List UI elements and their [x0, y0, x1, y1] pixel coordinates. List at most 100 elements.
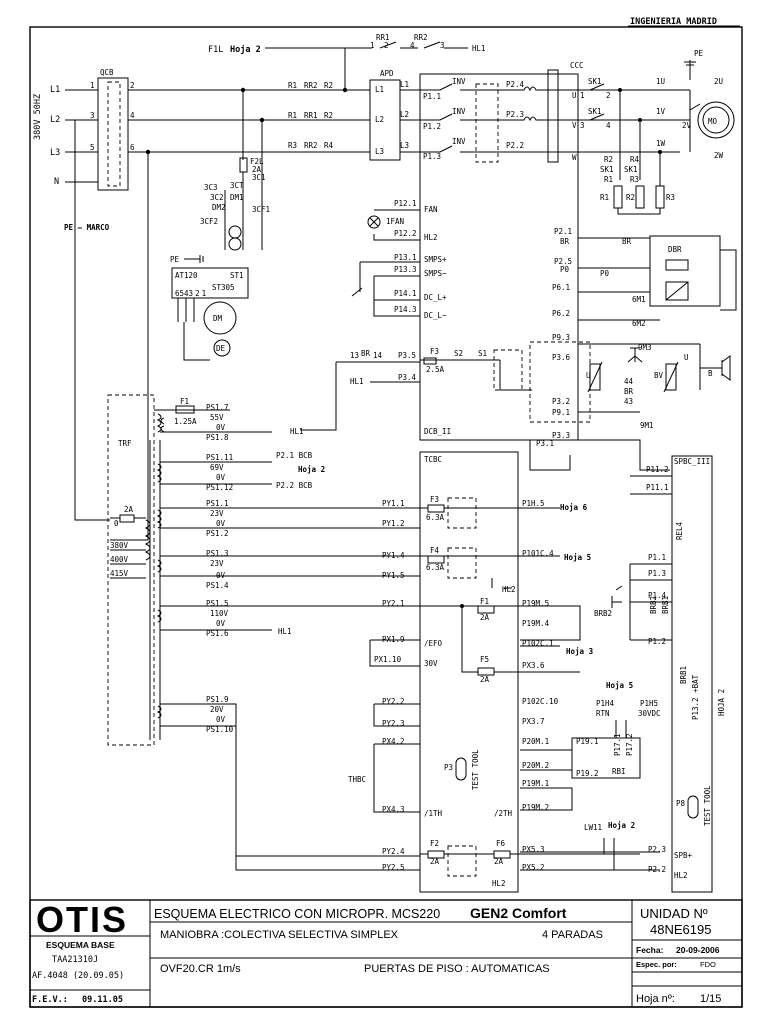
svg-text:F.E.V.:: F.E.V.:: [32, 995, 68, 1005]
svg-text:PX4.2: PX4.2: [382, 737, 405, 746]
svg-text:PY2.3: PY2.3: [382, 719, 405, 728]
svg-text:P6.1: P6.1: [552, 283, 570, 292]
dcb-right-pins: P2.1BR P2.5P0 P6.1P6.2 P9.3P3.6 P3.2P9.1…: [552, 227, 572, 440]
svg-text:BR: BR: [560, 237, 570, 246]
svg-text:6M2: 6M2: [632, 319, 646, 328]
svg-text:2U: 2U: [714, 77, 723, 86]
svg-text:6.3A: 6.3A: [426, 513, 445, 522]
dcb-title: DCB_II: [424, 427, 451, 436]
svg-text:LW11: LW11: [584, 823, 602, 832]
svg-text:P13.3: P13.3: [394, 265, 417, 274]
unit-number: 48NE6195: [650, 922, 711, 937]
svg-text:TAA21310J: TAA21310J: [52, 955, 98, 965]
svg-text:1: 1: [370, 41, 375, 50]
svg-text:PX4.3: PX4.3: [382, 805, 405, 814]
svg-text:2A: 2A: [480, 613, 490, 622]
svg-text:9M1: 9M1: [640, 421, 654, 430]
svg-text:3C1: 3C1: [252, 173, 266, 182]
f1l-label: F1L: [208, 45, 223, 55]
sheet-number: 1/15: [700, 993, 721, 1005]
svg-text:69V: 69V: [210, 463, 224, 472]
svg-text:F1: F1: [180, 397, 189, 406]
svg-text:THBC: THBC: [348, 775, 366, 784]
svg-text:R2: R2: [604, 155, 613, 164]
svg-text:P1.3: P1.3: [423, 152, 441, 161]
svg-text:L2: L2: [375, 115, 384, 124]
svg-text:2A: 2A: [124, 505, 134, 514]
svg-text:R2: R2: [324, 111, 333, 120]
svg-text:R4: R4: [630, 155, 640, 164]
supply-voltage: 380V 50HZ: [33, 94, 43, 140]
svg-text:L1: L1: [375, 85, 384, 94]
svg-text:BRB1: BRB1: [661, 596, 670, 614]
svg-text:30VDC: 30VDC: [638, 709, 661, 718]
svg-text:TEST TOOL: TEST TOOL: [471, 749, 480, 790]
svg-text:P2.1 BCB: P2.1 BCB: [276, 451, 313, 460]
svg-text:DC_L+: DC_L+: [424, 293, 447, 302]
svg-text:PY2.4: PY2.4: [382, 847, 405, 856]
svg-text:3CT: 3CT: [230, 181, 244, 190]
header-note: INGENIERIA MADRID: [630, 17, 717, 27]
svg-text:PUERTAS DE PISO : AUTOMATICAS: PUERTAS DE PISO : AUTOMATICAS: [364, 963, 550, 975]
svg-text:L3: L3: [400, 141, 409, 150]
svg-text:3CF2: 3CF2: [200, 217, 218, 226]
svg-text:4: 4: [606, 121, 611, 130]
svg-text:P3: P3: [444, 763, 453, 772]
svg-text:PS1.12: PS1.12: [206, 483, 233, 492]
rbi-board: [571, 737, 641, 779]
svg-text:0V: 0V: [216, 715, 226, 724]
svg-text:PY2.1: PY2.1: [382, 599, 405, 608]
breaker-qcb: [97, 77, 129, 191]
svg-text:0V: 0V: [216, 519, 226, 528]
svg-text:PX3.7: PX3.7: [522, 717, 545, 726]
svg-text:2V: 2V: [682, 121, 692, 130]
svg-text:P102C.1: P102C.1: [522, 639, 554, 648]
svg-text:P0: P0: [560, 265, 570, 274]
svg-text:ST305: ST305: [212, 283, 235, 292]
svg-text:P11.2: P11.2: [646, 465, 669, 474]
svg-text:P1.3: P1.3: [648, 569, 666, 578]
svg-text:RR2: RR2: [304, 81, 318, 90]
svg-text:R2: R2: [324, 81, 333, 90]
svg-text:3: 3: [580, 121, 585, 130]
svg-text:4: 4: [410, 41, 415, 50]
svg-text:PY2.2: PY2.2: [382, 697, 405, 706]
svg-text:L1: L1: [400, 80, 409, 89]
svg-text:PE: PE: [170, 255, 180, 264]
svg-text:P14.3: P14.3: [394, 305, 417, 314]
svg-text:5: 5: [90, 143, 95, 152]
svg-text:P2.5: P2.5: [554, 257, 572, 266]
svg-text:/2TH: /2TH: [494, 809, 513, 818]
svg-text:SK1: SK1: [600, 165, 614, 174]
svg-text:9M3: 9M3: [638, 343, 652, 352]
svg-text:SK1: SK1: [588, 107, 602, 116]
breaker-label: QCB: [100, 68, 114, 77]
spbc-title: SPBC_III: [674, 457, 710, 466]
svg-text:W: W: [572, 153, 577, 162]
svg-text:R3: R3: [288, 141, 297, 150]
svg-text:PY1.5: PY1.5: [382, 571, 405, 580]
svg-text:INV: INV: [452, 107, 466, 116]
svg-text:PS1.4: PS1.4: [206, 581, 229, 590]
tcbc-title: TCBC: [424, 455, 442, 464]
svg-text:6.3A: 6.3A: [426, 563, 445, 572]
svg-text:2W: 2W: [714, 151, 724, 160]
svg-text:PX3.6: PX3.6: [522, 661, 545, 670]
svg-text:P101C.4: P101C.4: [522, 549, 554, 558]
svg-text:P11.1: P11.1: [646, 483, 669, 492]
svg-text:20V: 20V: [210, 705, 224, 714]
svg-text:Hoja 6: Hoja 6: [560, 503, 588, 512]
svg-text:SK1: SK1: [624, 165, 638, 174]
svg-text:RR2: RR2: [414, 33, 428, 42]
svg-text:P9.1: P9.1: [552, 408, 570, 417]
svg-text:DBR: DBR: [668, 245, 682, 254]
svg-text:HL2: HL2: [492, 879, 506, 888]
svg-text:P3.3: P3.3: [552, 431, 570, 440]
